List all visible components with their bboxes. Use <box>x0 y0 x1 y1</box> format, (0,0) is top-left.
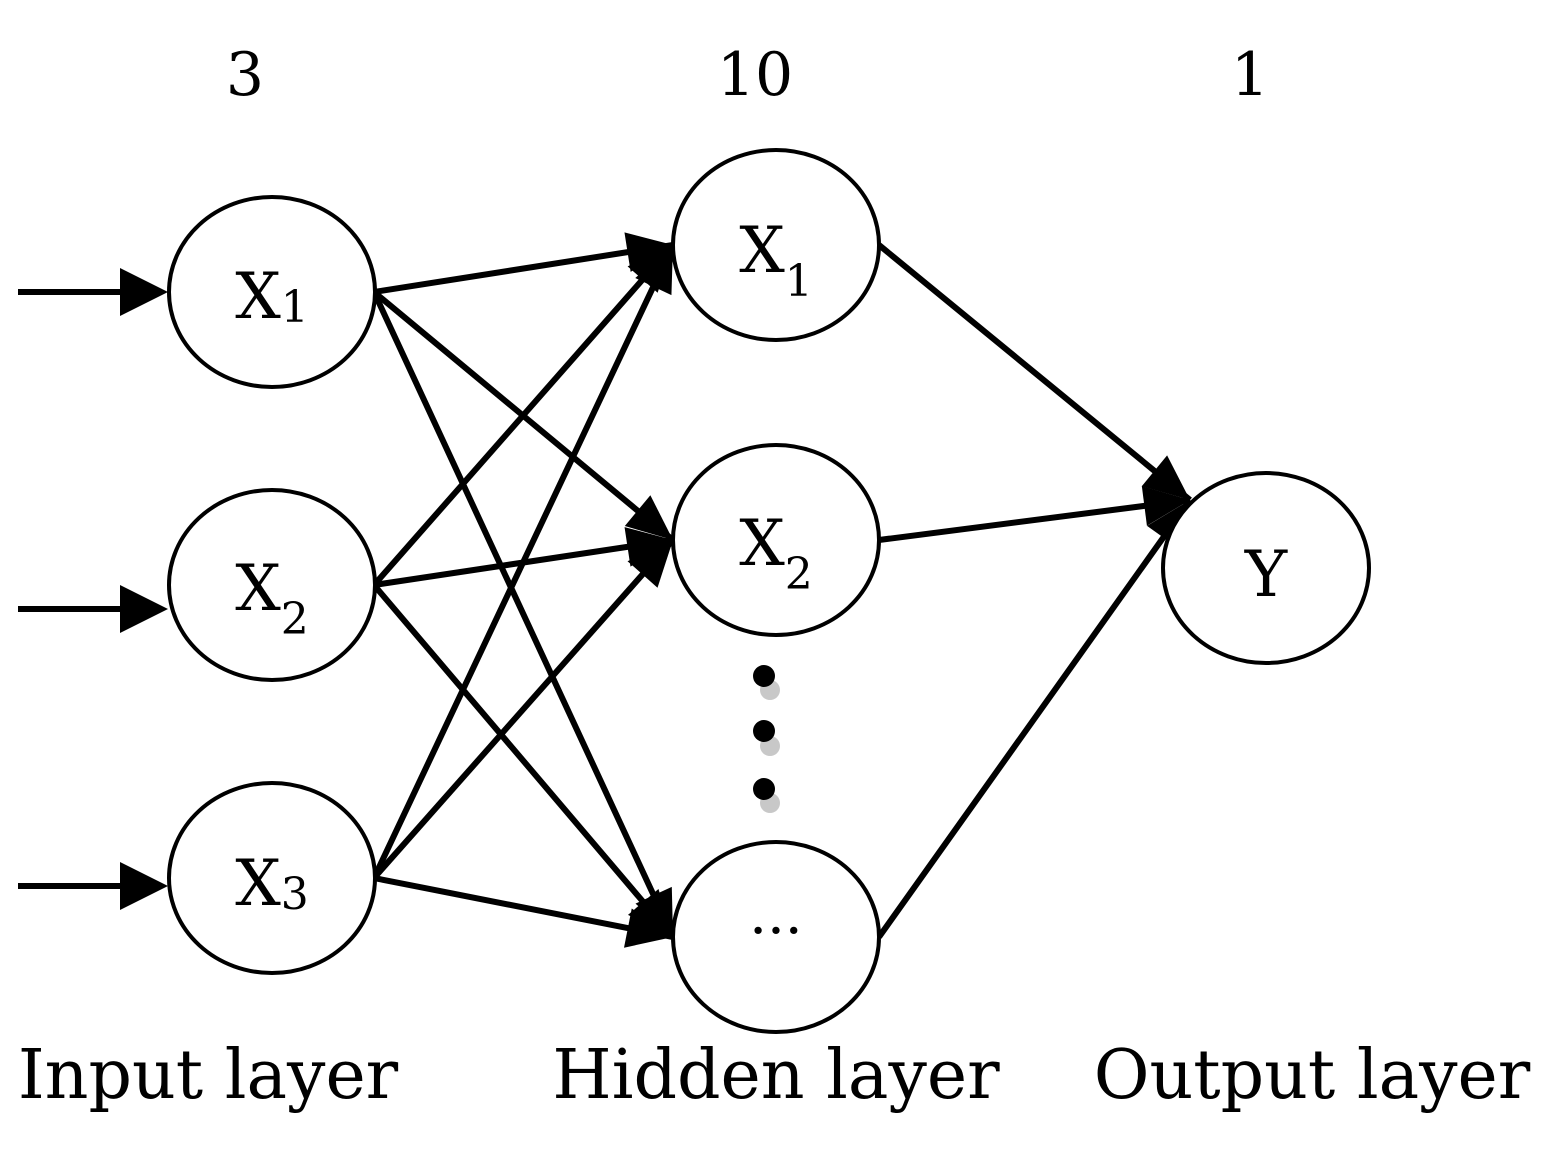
edge-input-2-to-hidden-3 <box>371 583 676 939</box>
arrowhead-hidden-2-to-output <box>1141 486 1190 526</box>
arrowhead-input-3-to-hidden-3 <box>623 908 673 948</box>
input-node-1: X1 <box>167 195 377 389</box>
edge-input-3-to-hidden-3 <box>373 875 674 940</box>
node-label: X2 <box>739 507 813 600</box>
node-circle <box>671 840 881 1034</box>
input-node-3: X3 <box>167 781 377 975</box>
edge-input-3-to-hidden-1 <box>371 243 676 880</box>
node-label: X1 <box>739 214 813 307</box>
node-circle <box>671 148 881 342</box>
edge-input-1-to-hidden-3 <box>371 290 676 939</box>
output-layer-label: Output layer <box>1094 1036 1531 1115</box>
external-arrowhead-2 <box>120 585 168 633</box>
external-arrowhead-1 <box>120 268 168 316</box>
vertical-ellipsis <box>753 665 780 813</box>
node-label: X3 <box>235 847 309 921</box>
external-input-arrows <box>18 268 168 910</box>
node-label: X1 <box>235 260 309 334</box>
node-label: Y <box>1244 538 1288 612</box>
arrowhead-input-3-to-hidden-1 <box>635 245 673 296</box>
edge-input-2-to-hidden-1 <box>371 243 676 587</box>
arrowhead-input-3-to-hidden-2 <box>627 540 673 588</box>
hidden-layer-count: 10 <box>717 40 793 110</box>
node-circle <box>167 781 377 975</box>
node-circle <box>167 195 377 389</box>
input-layer-count: 3 <box>226 40 264 110</box>
output-node-1: Y <box>1161 471 1371 665</box>
edge-input-3-to-hidden-2 <box>371 538 676 880</box>
external-arrowhead-3 <box>120 862 168 910</box>
edge-input-1-to-hidden-1 <box>373 242 674 295</box>
node-circle <box>1161 471 1371 665</box>
connections <box>371 242 1193 940</box>
arrowhead-input-1-to-hidden-2 <box>624 495 673 540</box>
edge-hidden-1-to-output <box>877 242 1192 503</box>
edge-hidden-2-to-output <box>878 497 1191 543</box>
node-label: X2 <box>235 552 309 645</box>
ellipsis-dot <box>753 720 775 742</box>
arrowhead-input-1-to-hidden-1 <box>624 232 673 272</box>
ellipsis-dot <box>753 665 775 687</box>
hidden-node-1: X1 <box>671 148 881 342</box>
arrowhead-hidden-1-to-output <box>1141 455 1190 500</box>
node-label: ··· <box>749 899 802 964</box>
arrowhead-input-2-to-hidden-3 <box>627 888 673 937</box>
input-node-2: X2 <box>167 488 377 682</box>
hidden-layer-label: Hidden layer <box>552 1036 1000 1115</box>
hidden-node-2: X2 <box>671 443 881 637</box>
input-layer-label: Input layer <box>18 1036 399 1115</box>
ellipsis-dot <box>753 778 775 800</box>
connection-arrowheads <box>623 232 1190 948</box>
hidden-node-last: ··· <box>671 840 881 1034</box>
edge-hidden-3-to-output <box>876 498 1193 939</box>
node-circle <box>167 488 377 682</box>
arrowhead-input-2-to-hidden-2 <box>624 527 673 567</box>
node-circle <box>671 443 881 637</box>
output-layer-count: 1 <box>1231 40 1269 110</box>
